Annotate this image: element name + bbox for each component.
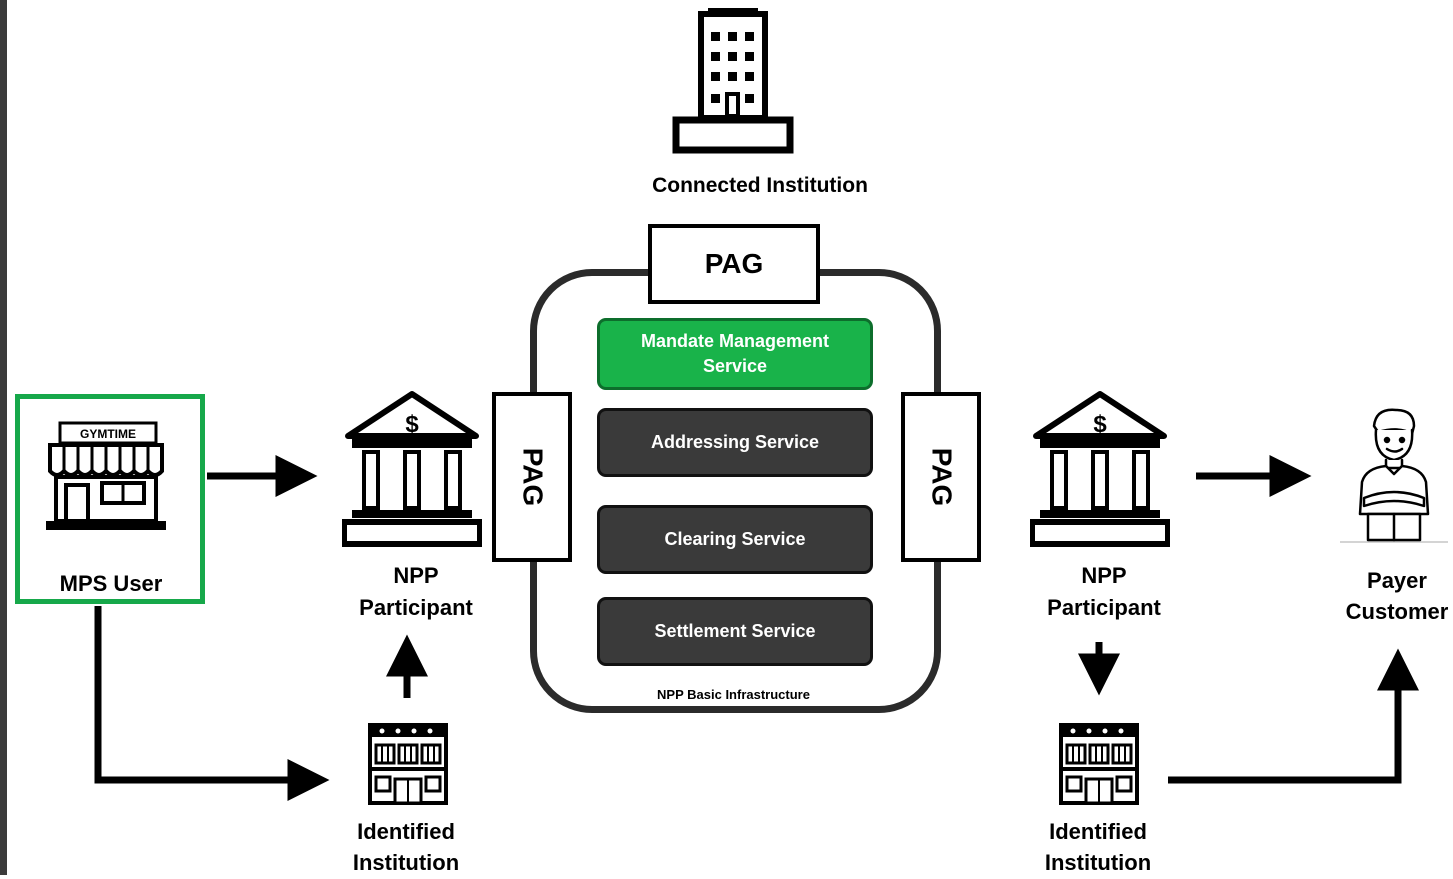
- mandate-management-service-label: Mandate Management Service: [640, 331, 830, 376]
- pag-left: PAG: [492, 392, 572, 562]
- pag-right-label: PAG: [925, 447, 957, 507]
- npp-participant-right-line1: NPP: [1081, 563, 1127, 588]
- identified-institution-left-line2: Institution: [352, 850, 460, 875]
- person-icon: [1340, 408, 1448, 543]
- identified-institution-left-line1: Identified: [357, 819, 455, 844]
- clearing-service: Clearing Service: [597, 505, 873, 574]
- clearing-service-label: Clearing Service: [664, 529, 806, 549]
- store-sign: GYMTIME: [80, 427, 136, 441]
- bank-icon: $: [342, 391, 482, 547]
- addressing-service-label: Addressing Service: [650, 432, 820, 452]
- connected-institution-label: Connected Institution: [652, 174, 868, 197]
- institution-building-icon: [368, 723, 448, 805]
- arrow-mps-to-identified: [94, 606, 330, 801]
- svg-text:$: $: [405, 411, 419, 438]
- svg-text:$: $: [1093, 411, 1107, 438]
- left-edge-bar: [0, 0, 7, 875]
- npp-participant-left-line1: NPP: [393, 563, 439, 588]
- arrow-identified-to-payer: [1168, 648, 1419, 784]
- office-building-icon: [672, 8, 794, 154]
- mps-user-box: [15, 394, 205, 604]
- payer-customer-line2: Customer: [1345, 599, 1449, 624]
- settlement-service: Settlement Service: [597, 597, 873, 666]
- mandate-management-service: Mandate Management Service: [597, 318, 873, 390]
- npp-participant-right-line2: Participant: [1047, 595, 1161, 620]
- mps-user-label: MPS User: [59, 571, 163, 596]
- store-icon: GYMTIME: [46, 421, 166, 530]
- pag-right: PAG: [901, 392, 981, 562]
- addressing-service: Addressing Service: [597, 408, 873, 477]
- npp-participant-left-line2: Participant: [359, 595, 473, 620]
- payer-customer-line1: Payer: [1367, 568, 1427, 593]
- identified-institution-right-line1: Identified: [1049, 819, 1147, 844]
- institution-building-icon-right: [1059, 723, 1139, 805]
- pag-left-label: PAG: [516, 447, 548, 507]
- infrastructure-label: NPP Basic Infrastructure: [657, 687, 810, 702]
- settlement-service-label: Settlement Service: [654, 621, 816, 641]
- identified-institution-right-line2: Institution: [1044, 850, 1152, 875]
- pag-top: PAG: [648, 224, 820, 304]
- pag-top-label: PAG: [704, 248, 764, 279]
- bank-icon-right: $: [1030, 391, 1170, 547]
